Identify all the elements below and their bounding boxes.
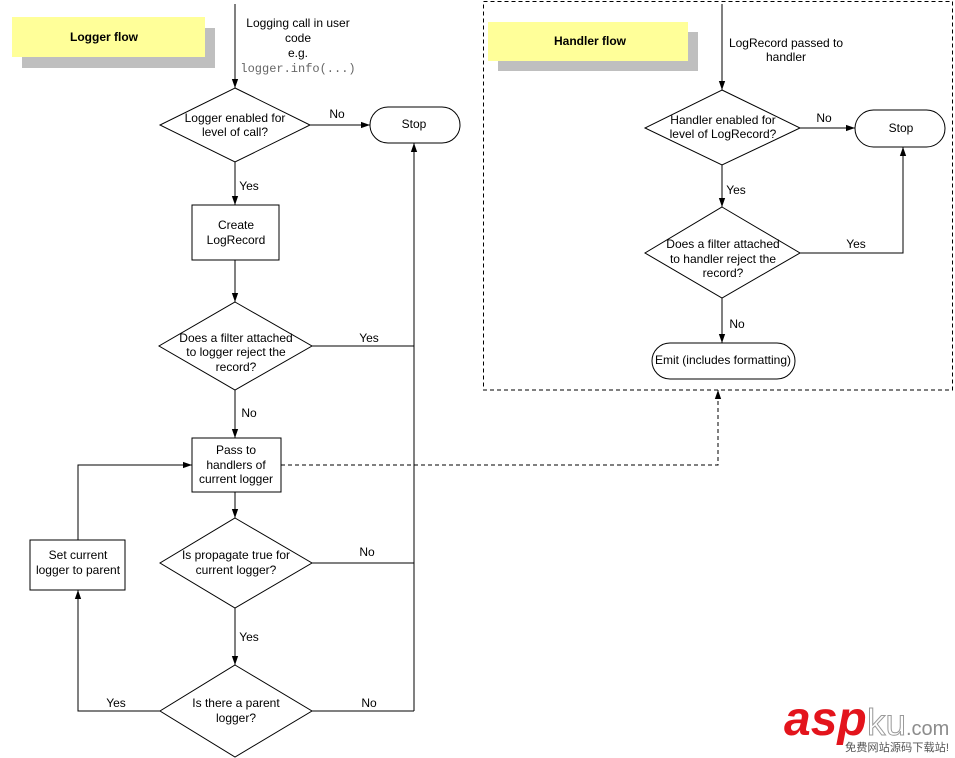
connector-handler-filter-yes xyxy=(800,147,907,254)
watermark-brand-asp: asp xyxy=(784,693,867,746)
process-text-line: Create xyxy=(218,218,254,232)
edge-label-handler-enabled-yes: Yes xyxy=(726,183,746,197)
decision-text-line: Logger enabled for xyxy=(185,111,286,125)
process-text-line: Set current xyxy=(49,548,108,562)
edge-label-parent-no: No xyxy=(361,696,377,710)
handler-flow-title: Handler flow xyxy=(488,22,698,71)
logger-flow: Logger flow Logging call in user code e.… xyxy=(12,4,722,758)
edge-label-handler-filter-no: No xyxy=(729,317,745,331)
handler-entry-note: LogRecord passed to handler xyxy=(729,36,843,64)
process-text-line: logger to parent xyxy=(36,563,121,577)
terminal-logger-stop: Stop xyxy=(369,106,461,144)
logger-entry-code: logger.info(...) xyxy=(240,62,355,76)
watermark-brand-com: .com xyxy=(906,718,949,740)
logger-flow-title-text: Logger flow xyxy=(70,30,139,44)
process-set-parent: Set current logger to parent xyxy=(29,539,126,591)
process-pass-to-handlers: Pass to handlers of current logger xyxy=(191,437,282,493)
decision-text-line: Is there a parent xyxy=(192,696,280,710)
decision-text-line: record? xyxy=(216,360,257,374)
terminal-handler-stop: Stop xyxy=(854,109,946,148)
handler-entry-note-line: LogRecord passed to xyxy=(729,36,843,50)
logger-flow-title-box xyxy=(12,17,205,57)
decision-logger-filter: Does a filter attached to logger reject … xyxy=(158,301,314,391)
decision-text-line: record? xyxy=(703,266,744,280)
decision-logger-enabled: Logger enabled for level of call? xyxy=(158,87,312,163)
handler-flow-title-box xyxy=(488,22,688,61)
decision-handler-filter: Does a filter attached to handler reject… xyxy=(644,206,801,299)
edge-label-handler-filter-yes: Yes xyxy=(846,237,866,251)
decision-text-line: to handler reject the xyxy=(670,252,776,266)
edge-label-propagate-yes: Yes xyxy=(239,630,259,644)
terminal-text: Stop xyxy=(402,117,427,131)
watermark-brand-ku: ku xyxy=(867,702,906,743)
decision-handler-enabled: Handler enabled for level of LogRecord? xyxy=(643,89,802,166)
terminal-text: Stop xyxy=(889,121,914,135)
edge-label-enabled-yes: Yes xyxy=(239,179,259,193)
decision-text-line: level of call? xyxy=(202,125,268,139)
watermark: asp ku .com 免费网站源码下载站! xyxy=(784,693,949,754)
process-text-line: Pass to xyxy=(216,443,256,457)
edge-label-parent-yes: Yes xyxy=(106,696,126,710)
connector-pass-to-handler-flow xyxy=(281,390,722,466)
decision-text-line: to logger reject the xyxy=(186,345,286,359)
edge-label-enabled-no: No xyxy=(329,107,345,121)
decision-text-line: logger? xyxy=(216,711,256,725)
edge-label-filter-no: No xyxy=(241,406,257,420)
decision-has-parent: Is there a parent logger? xyxy=(159,664,313,758)
process-text-line: LogRecord xyxy=(207,233,266,247)
decision-text-line: Does a filter attached xyxy=(666,237,779,251)
logger-entry-note-line: e.g. xyxy=(288,46,308,60)
handler-flow: Handler flow LogRecord passed to handler… xyxy=(483,1,953,391)
logger-flow-title: Logger flow xyxy=(12,17,215,68)
edge-label-handler-enabled-no: No xyxy=(816,111,832,125)
decision-text-line: level of LogRecord? xyxy=(670,127,777,141)
process-box xyxy=(29,539,126,591)
logger-entry-note: Logging call in user code e.g. logger.in… xyxy=(240,16,355,76)
watermark-tagline: 免费网站源码下载站! xyxy=(845,740,949,754)
process-box xyxy=(191,437,282,493)
decision-text-line: Does a filter attached xyxy=(179,331,292,345)
decision-text-line: Is propagate true for xyxy=(182,548,290,562)
decision-text-line: current logger? xyxy=(196,563,277,577)
terminal-text: Emit (includes formatting) xyxy=(655,353,791,367)
decision-text-line: Handler enabled for xyxy=(670,113,775,127)
handler-entry-note-line: handler xyxy=(766,50,806,64)
logger-entry-note-line: code xyxy=(285,31,311,45)
logger-entry-note-line: Logging call in user xyxy=(246,16,349,30)
handler-flow-boundary xyxy=(483,1,953,391)
decision-propagate: Is propagate true for current logger? xyxy=(159,517,313,609)
connector-set-parent-loop xyxy=(77,461,192,540)
connector-parent-yes xyxy=(74,590,160,712)
process-box xyxy=(191,204,280,261)
terminal-pill xyxy=(651,342,796,380)
edge-label-filter-yes: Yes xyxy=(359,331,379,345)
decision-diamond xyxy=(159,664,313,758)
process-text-line: handlers of xyxy=(206,458,266,472)
process-create-logrecord: Create LogRecord xyxy=(191,204,280,261)
terminal-emit: Emit (includes formatting) xyxy=(651,342,796,380)
process-text-line: current logger xyxy=(199,472,273,486)
handler-flow-title-text: Handler flow xyxy=(554,34,627,48)
edge-label-propagate-no: No xyxy=(359,545,375,559)
